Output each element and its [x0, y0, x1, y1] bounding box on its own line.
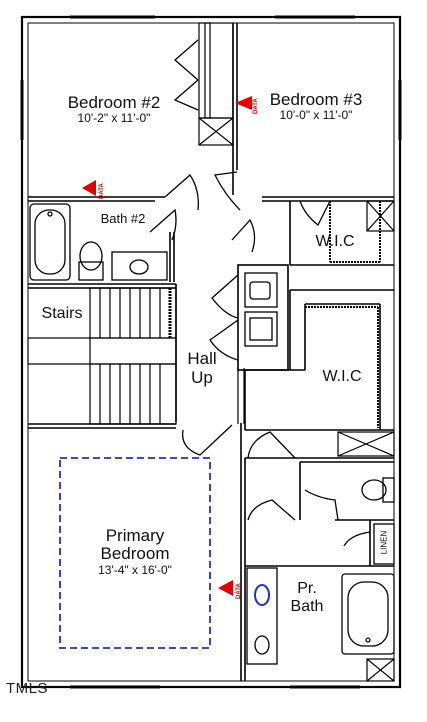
- bedroom-3-dims: 10'-0" x 11'-0": [279, 108, 353, 122]
- bath-2-name: Bath #2: [100, 211, 146, 226]
- linen-label: LINEN: [379, 530, 389, 555]
- stairs-name: Stairs: [41, 305, 83, 322]
- laundry-machines: [244, 272, 278, 347]
- data-marker-label: DATA: [236, 583, 242, 599]
- bedroom-3-name: Bedroom #3: [269, 90, 363, 109]
- stair-treads: [27, 287, 245, 425]
- pr-bath-fixtures: [246, 477, 395, 665]
- data-marker-label: DATA: [99, 183, 105, 199]
- bedroom-2-dims: 10'-2" x 11'-0": [77, 111, 151, 125]
- pr-bath-name-line2: Bath: [290, 598, 324, 615]
- pr-bath-name-line1: Pr.: [297, 580, 317, 597]
- data-markers: [82, 96, 252, 596]
- door-swings: [149, 39, 371, 547]
- hall-up-label: Up: [191, 368, 213, 387]
- bedroom-2-name: Bedroom #2: [67, 93, 161, 112]
- windows: [20, 15, 402, 689]
- wic-rods: [305, 201, 381, 428]
- bath2-fixtures: [29, 203, 168, 281]
- primary-bedroom-name-line1: Primary: [105, 526, 165, 545]
- wic-lower-name: W.I.C: [322, 368, 362, 385]
- wic-upper-name: W.I.C: [315, 233, 355, 250]
- primary-bedroom-name-line2: Bedroom: [100, 544, 170, 563]
- primary-bedroom-dims: 13'-4" x 16'-0": [98, 563, 172, 577]
- tmls-watermark: TMLS: [6, 680, 49, 697]
- hall-name: Hall: [187, 349, 217, 368]
- primary-tray-ceiling: [59, 457, 211, 649]
